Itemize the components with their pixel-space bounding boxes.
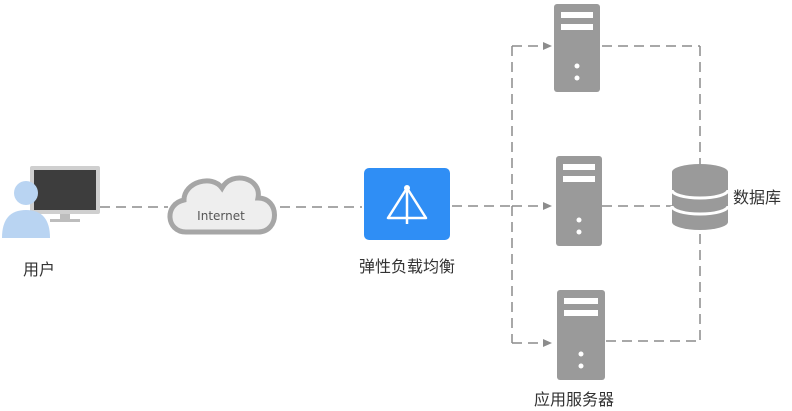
arrowheads: [543, 42, 552, 347]
server-icon: [556, 156, 602, 246]
database-icon: [670, 164, 730, 230]
load-balancer-icon: [364, 168, 450, 240]
server-icon: [554, 4, 600, 92]
user-node: [2, 166, 100, 238]
arrow-icon: [543, 202, 552, 210]
user-label: 用户: [23, 260, 56, 279]
monitor-icon: [30, 166, 100, 222]
internet-label: Internet: [197, 209, 245, 223]
load-balancer-label: 弹性负载均衡: [359, 257, 456, 276]
database-label: 数据库: [733, 188, 782, 207]
cloud-icon: [167, 175, 277, 235]
app-servers-label: 应用服务器: [534, 390, 615, 409]
connectors: [100, 45, 701, 344]
user-icon: [2, 181, 50, 238]
server-icon: [557, 290, 605, 380]
arrow-icon: [543, 42, 552, 50]
arrow-icon: [543, 339, 552, 347]
